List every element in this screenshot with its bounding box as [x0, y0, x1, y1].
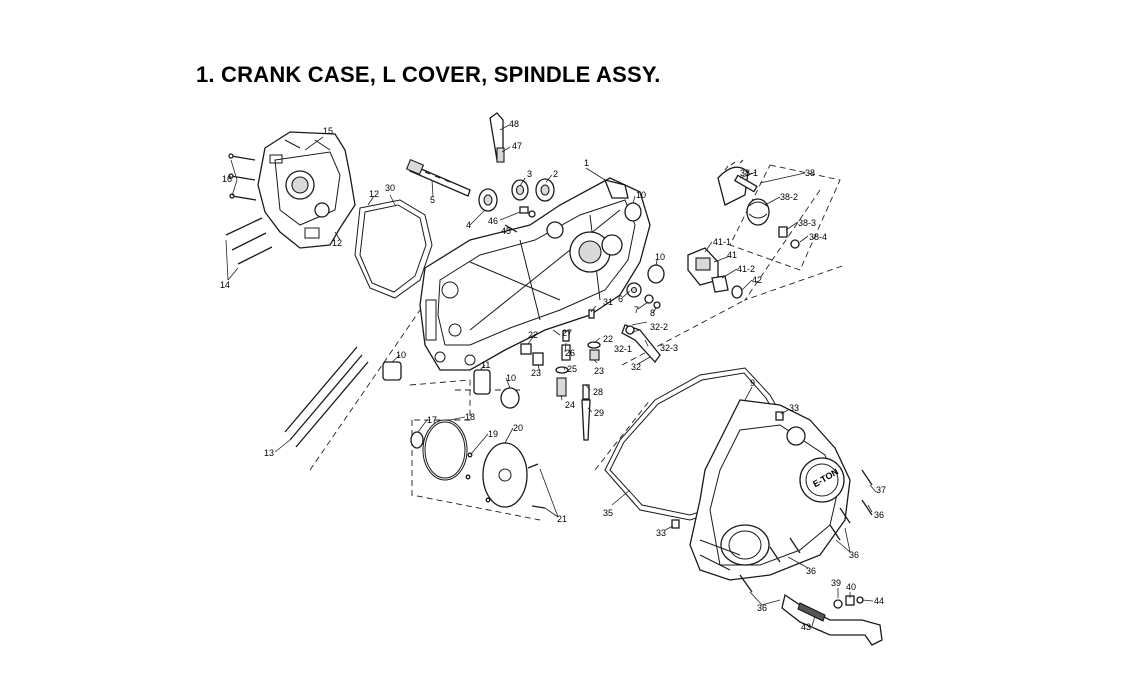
callout-23-b: 23	[594, 366, 604, 376]
callout-32-2: 32-2	[650, 322, 668, 332]
callout-38-2: 38-2	[780, 192, 798, 202]
callout-36-b: 36	[849, 550, 859, 560]
leader-lines	[225, 124, 877, 627]
spindle-shaft-5	[405, 158, 471, 197]
starter-idler-41	[687, 247, 743, 299]
callout-6: 6	[618, 294, 623, 304]
kick-starter-lever-43	[781, 593, 883, 646]
callout-22-b: 22	[603, 334, 613, 344]
callout-45: 45	[501, 226, 511, 236]
callout-4: 4	[466, 220, 471, 230]
callout-14: 14	[220, 280, 230, 290]
callout-2: 2	[553, 169, 558, 179]
callout-20: 20	[513, 423, 523, 433]
callout-33-a: 33	[789, 403, 799, 413]
callout-15: 15	[323, 126, 333, 136]
callout-47: 47	[512, 141, 522, 151]
callout-12-b: 12	[332, 238, 342, 248]
callout-48: 48	[509, 119, 519, 129]
assembly-guide-lines	[309, 164, 846, 521]
callout-44: 44	[874, 596, 884, 606]
callout-43: 43	[801, 622, 811, 632]
callout-38-4: 38-4	[809, 232, 827, 242]
callout-25: 25	[567, 364, 577, 374]
callout-41-1: 41-1	[713, 237, 731, 247]
callout-36-a: 36	[874, 510, 884, 520]
callout-41-2: 41-2	[737, 264, 755, 274]
kick-starter-gear-38	[717, 159, 800, 249]
callout-5: 5	[430, 195, 435, 205]
callout-38-3: 38-3	[798, 218, 816, 228]
callout-13: 13	[264, 448, 274, 458]
cover-bolts-36	[739, 469, 873, 593]
callout-10-a: 10	[636, 190, 646, 200]
long-studs-14	[225, 217, 273, 265]
callout-42: 42	[752, 275, 762, 285]
left-crankcase-cover: E-TON	[689, 399, 851, 581]
callout-10-c: 10	[396, 350, 406, 360]
callout-38-1: 38-1	[740, 168, 758, 178]
callout-32-1: 32-1	[614, 344, 632, 354]
callout-7: 7	[634, 305, 639, 315]
callout-18: 18	[465, 412, 475, 422]
callout-32: 32	[631, 362, 641, 372]
callout-38: 38	[805, 168, 815, 178]
cover-plate-17-21	[410, 419, 546, 509]
gasket-30	[354, 199, 433, 299]
callout-30: 30	[385, 183, 395, 193]
long-studs-13	[284, 346, 369, 448]
callout-17: 17	[427, 415, 437, 425]
callout-27: 27	[562, 328, 572, 338]
callout-labels: 1 2 3 4 5 6 7 8 9 10 10 10 10 11 12 12 1…	[220, 119, 886, 632]
callout-16: 16	[222, 174, 232, 184]
callout-8: 8	[650, 308, 655, 318]
callout-28: 28	[593, 387, 603, 397]
callout-40: 40	[846, 582, 856, 592]
breather-hose-48	[489, 112, 505, 163]
washers-6-7-8	[626, 282, 661, 309]
studs-16	[228, 153, 257, 201]
callout-22-a: 22	[528, 330, 538, 340]
callout-10-b: 10	[655, 252, 665, 262]
diagram-title: 1. CRANK CASE, L COVER, SPINDLE ASSY.	[196, 62, 661, 87]
callout-19: 19	[488, 429, 498, 439]
callout-33-b: 33	[656, 528, 666, 538]
callout-29: 29	[594, 408, 604, 418]
callout-3: 3	[527, 169, 532, 179]
callout-21: 21	[557, 514, 567, 524]
callout-32-3: 32-3	[660, 343, 678, 353]
callout-1: 1	[584, 158, 589, 168]
main-crank-case	[419, 177, 651, 371]
callout-11: 11	[481, 360, 490, 370]
callout-24: 24	[565, 400, 575, 410]
collars-10-11	[382, 361, 520, 409]
left-crank-case-half	[257, 131, 356, 249]
callout-41: 41	[727, 250, 737, 260]
callout-39: 39	[831, 578, 841, 588]
dowel-pins-33	[671, 411, 784, 529]
callout-26: 26	[565, 348, 575, 358]
callout-36-c: 36	[806, 566, 816, 576]
callout-12-a: 12	[369, 189, 379, 199]
callout-31: 31	[603, 297, 613, 307]
callout-9: 9	[750, 378, 755, 388]
callout-23-a: 23	[531, 368, 541, 378]
callout-35: 35	[603, 508, 613, 518]
callout-37: 37	[876, 485, 886, 495]
bearings	[478, 178, 665, 284]
callout-36-d: 36	[757, 603, 767, 613]
callout-46: 46	[488, 216, 498, 226]
callout-10-d: 10	[506, 373, 516, 383]
